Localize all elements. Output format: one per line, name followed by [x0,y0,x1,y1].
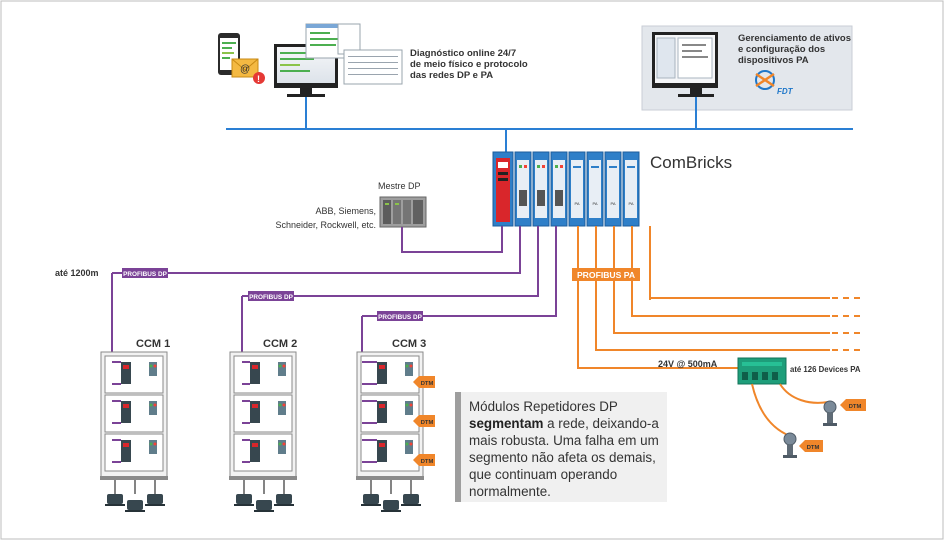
dtm-tag: DTM [413,415,435,427]
profibus-pa-dashes [832,297,860,351]
master-dp-vendors-2: Schneider, Rockwell, etc. [275,220,376,230]
note-line-5: que continuam operando [469,467,618,482]
combricks-module [550,151,568,227]
mcc-drawer [233,355,293,394]
motor-icon [381,480,401,512]
pa-junction-box [737,357,787,385]
profibus-dp-tag-1: PROFIBUS DP [122,268,168,278]
svg-text:PA: PA [592,201,597,206]
combricks-module: PA [586,151,604,227]
transmitter-icon-2 [783,432,797,458]
mcc-drawer [104,433,164,472]
combricks-title: ComBricks [650,153,732,172]
motor-icon [254,480,274,512]
svg-text:PROFIBUS DP: PROFIBUS DP [123,271,167,278]
combricks-module: PA [622,151,640,227]
dtm-tag: DTM [413,454,435,466]
combricks-module [532,151,550,227]
ccm-cabinets: DTM DTM DTM [100,351,435,512]
email-alert-icon: @ ! [231,58,265,84]
combricks-module [514,151,532,227]
motor-icon [234,480,254,506]
motor-icon [105,480,125,506]
note-line-3: mais robusta. Uma falha em um [469,433,659,448]
svg-text:@: @ [240,64,250,75]
head-station-module [492,151,514,227]
pa-devices-label: até 126 Devices PA [790,365,861,374]
svg-text:FDT: FDT [777,87,794,96]
svg-text:PROFIBUS PA: PROFIBUS PA [577,270,635,280]
asset-line-3: dispositivos PA [738,55,809,66]
mcc-drawer: DTM [360,433,435,472]
mcc-drawer: DTM [360,394,435,433]
ccm-cabinet [229,351,297,512]
mcc-drawer: DTM [360,355,435,394]
ethernet-network [226,97,853,152]
diagnostics-line-1: Diagnóstico online 24/7 [410,48,516,59]
master-dp: Mestre DP ABB, Siemens, Schneider, Rockw… [275,181,427,230]
profibus-dp-lines [111,226,557,380]
svg-text:PROFIBUS DP: PROFIBUS DP [249,294,293,301]
master-dp-title: Mestre DP [378,181,421,191]
asset-line-2: e configuração dos [738,44,825,55]
mcc-drawer [233,433,293,472]
power-label: 24V @ 500mA [658,359,718,369]
motor-icon [145,480,165,506]
fdt-logo: FDT [755,70,794,96]
profibus-dp-tag-2: PROFIBUS DP [248,291,294,301]
svg-text:DTM: DTM [807,445,820,451]
dtm-tag: DTM [413,376,435,388]
mcc-drawer [233,394,293,433]
distance-label: até 1200m [55,268,99,278]
note-line-4: segmento não afeta os demais, [469,450,656,465]
svg-text:DTM: DTM [421,459,434,465]
motor-icon [361,480,381,506]
svg-text:DTM: DTM [421,420,434,426]
repeater-note: Módulos Repetidores DP segmentam a rede,… [455,392,667,502]
diagnostics-line-2: de meio físico e protocolo [410,59,528,70]
svg-text:PROFIBUS DP: PROFIBUS DP [378,314,422,321]
motor-icon [125,480,145,512]
dtm-tag-pa-2: DTM [799,440,823,452]
note-line-2: a rede, deixando-a [543,416,659,431]
ccm-2-title: CCM 2 [263,338,297,350]
report-windows [305,23,403,85]
asset-line-1: Gerenciamento de ativos [738,33,851,44]
pa-device-links [751,383,829,437]
svg-text:DTM: DTM [849,404,862,410]
mcc-drawer [104,355,164,394]
note-line-1: Módulos Repetidores DP [469,399,618,414]
profibus-pa-tag: PROFIBUS PA [572,268,640,281]
motor-icon [401,480,421,506]
transmitter-icon-1 [823,400,837,426]
svg-text:PA: PA [574,201,579,206]
combricks-rack: PA PA PA PA ComBricks [492,151,732,227]
ccm-1-title: CCM 1 [136,338,170,350]
repeater-modules: PA PA PA PA [514,151,640,227]
svg-text:DTM: DTM [421,381,434,387]
monitor-icon [652,32,718,97]
motor-icon [274,480,294,506]
combricks-module: PA [604,151,622,227]
profibus-dp-tag-3: PROFIBUS DP [377,311,423,321]
asset-management-panel: Gerenciamento de ativos e configuração d… [641,25,853,111]
svg-text:PA: PA [610,201,615,206]
svg-text:!: ! [257,74,260,84]
note-line-6: normalmente. [469,484,551,499]
dtm-tag-pa-1: DTM [840,399,866,411]
diagnostics-workstation: @ ! Diagnóstico [218,23,528,97]
master-dp-vendors-1: ABB, Siemens, [315,206,376,216]
combricks-module: PA [568,151,586,227]
ccm-cabinet: DTM DTM DTM [356,351,435,512]
mcc-drawer [104,394,164,433]
note-bold-word: segmentam [469,416,544,431]
ccm-3-title: CCM 3 [392,338,426,350]
plc-icon [379,196,427,228]
svg-text:PA: PA [628,201,633,206]
ccm-cabinet [100,351,168,512]
diagnostics-line-3: das redes DP e PA [410,70,493,81]
